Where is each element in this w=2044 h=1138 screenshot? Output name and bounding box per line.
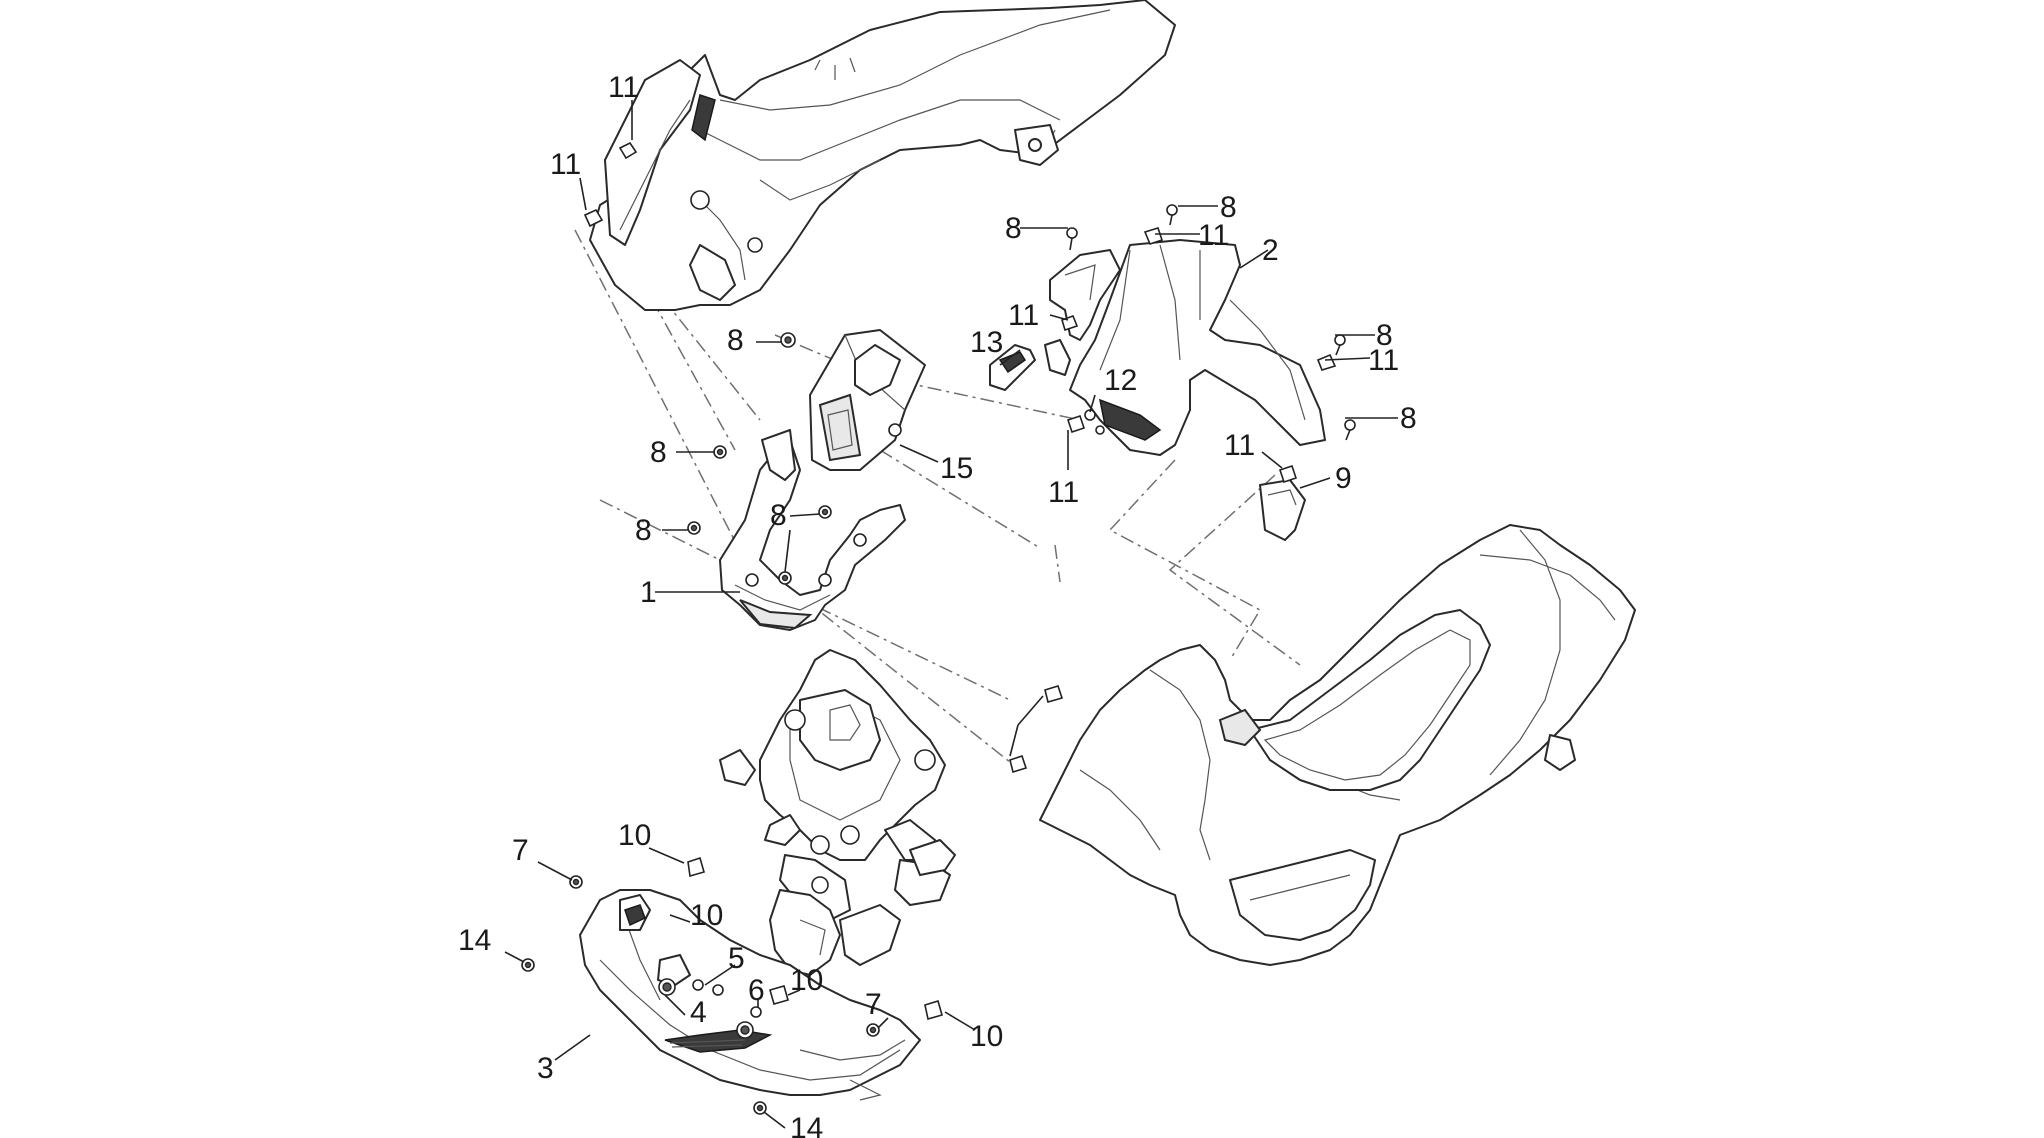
callout-8: 8 bbox=[1376, 319, 1393, 352]
callout-8: 8 bbox=[727, 324, 744, 357]
callout-labels: 11 11 8 8 11 2 11 8 13 8 11 12 8 8 15 11… bbox=[458, 71, 1417, 1138]
part-2-upper-nose-cover bbox=[1044, 239, 1326, 456]
callout-5: 5 bbox=[728, 942, 745, 975]
callout-10: 10 bbox=[790, 964, 823, 997]
front-fairing-shell bbox=[1039, 524, 1636, 966]
callout-11: 11 bbox=[608, 71, 639, 104]
callout-2: 2 bbox=[1262, 234, 1279, 267]
callout-12: 12 bbox=[1104, 364, 1137, 397]
callout-7: 7 bbox=[512, 834, 529, 867]
lower-mount-bracket bbox=[769, 839, 956, 976]
part-9-small-cover bbox=[1259, 479, 1306, 541]
part-3-lower-beak bbox=[579, 889, 921, 1101]
callout-10: 10 bbox=[690, 899, 723, 932]
callout-3: 3 bbox=[537, 1052, 554, 1085]
callout-14: 14 bbox=[790, 1112, 823, 1138]
upper-side-fairing bbox=[589, 0, 1176, 311]
callout-8: 8 bbox=[1005, 212, 1022, 245]
callout-10: 10 bbox=[970, 1020, 1003, 1053]
callout-10: 10 bbox=[618, 819, 651, 852]
callout-8: 8 bbox=[635, 514, 652, 547]
part-1-lower-support bbox=[719, 429, 906, 631]
callout-4: 4 bbox=[690, 996, 707, 1029]
callout-11: 11 bbox=[1198, 219, 1229, 252]
callout-11: 11 bbox=[1224, 429, 1255, 462]
headlight-support-frame bbox=[719, 649, 951, 921]
callout-11: 11 bbox=[550, 148, 581, 181]
callout-11: 11 bbox=[1048, 476, 1079, 509]
part-15-air-duct-box bbox=[809, 329, 926, 471]
callout-7: 7 bbox=[865, 988, 882, 1021]
callout-8: 8 bbox=[650, 436, 667, 469]
callout-8: 8 bbox=[770, 499, 787, 532]
callout-1: 1 bbox=[640, 576, 657, 609]
callout-11: 11 bbox=[1368, 344, 1399, 377]
leader-lines bbox=[504, 100, 1398, 1129]
callout-15: 15 bbox=[940, 452, 973, 485]
callout-8: 8 bbox=[1400, 402, 1417, 435]
part-13-bracket bbox=[989, 344, 1036, 391]
callout-13: 13 bbox=[970, 326, 1003, 359]
callout-8: 8 bbox=[1220, 191, 1237, 224]
callout-6: 6 bbox=[748, 974, 765, 1007]
callout-9: 9 bbox=[1335, 462, 1352, 495]
callout-11: 11 bbox=[1008, 299, 1039, 332]
callout-14: 14 bbox=[458, 924, 491, 957]
